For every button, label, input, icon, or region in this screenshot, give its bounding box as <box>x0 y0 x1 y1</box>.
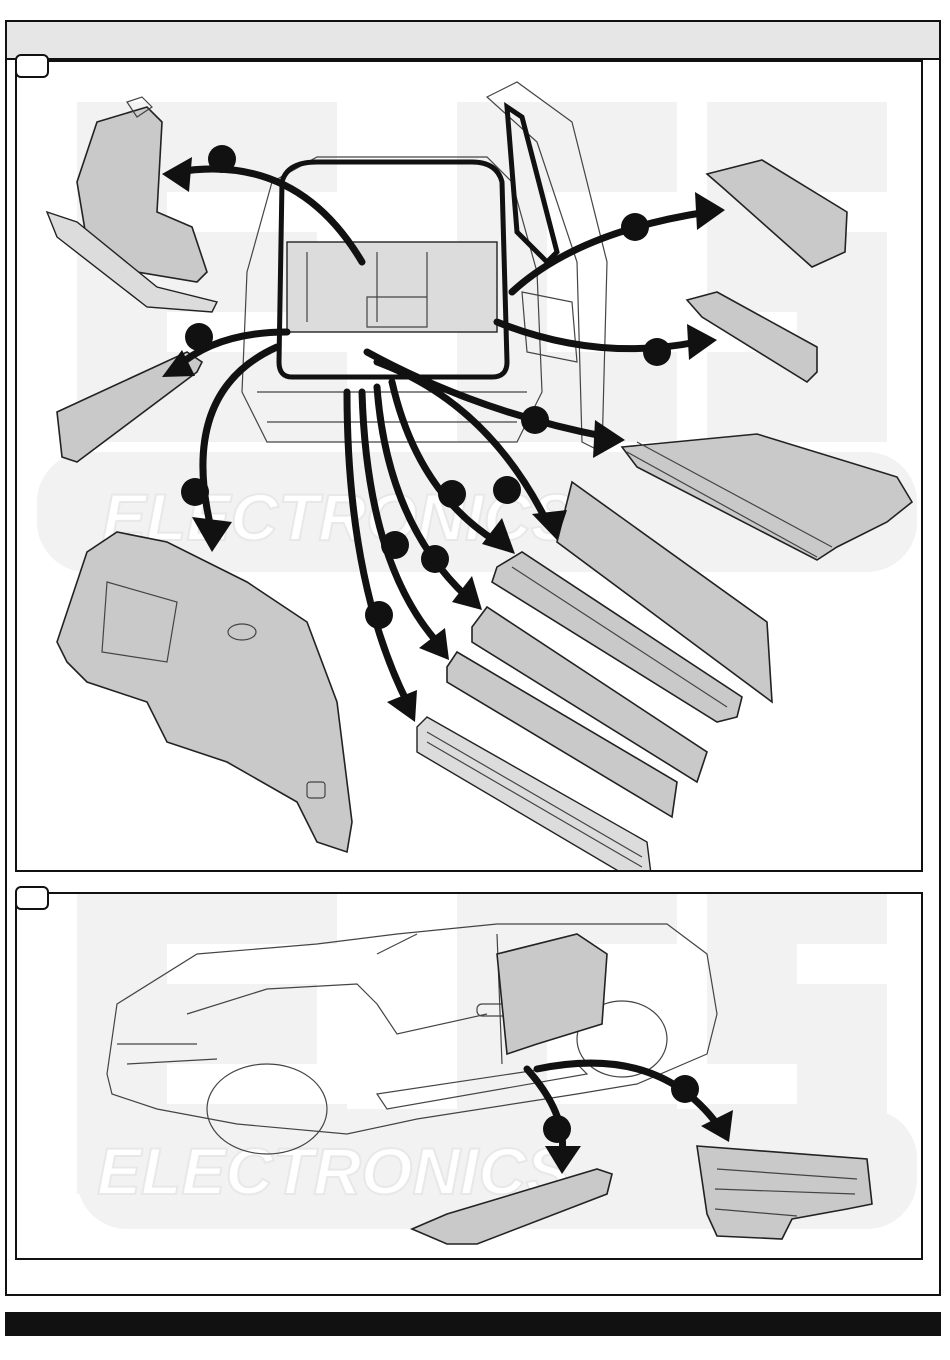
callout-dot-icon <box>671 1075 699 1103</box>
footer-bar <box>5 1312 941 1336</box>
rear-trim-diagram: ELECTRONICS <box>17 62 923 872</box>
callout-dot-icon <box>421 545 449 573</box>
callout-dot-icon <box>181 478 209 506</box>
callout-dot-icon <box>543 1115 571 1143</box>
watermark-brand-text-lower: ELECTRONICS <box>97 1134 570 1208</box>
panel-door-sill: ELECTRONICS <box>15 892 923 1260</box>
striker-cover-part <box>417 717 652 872</box>
callout-dot-icon <box>493 476 521 504</box>
callout-dot-icon <box>208 145 236 173</box>
door-sill-diagram: ELECTRONICS <box>17 894 923 1260</box>
quarter-trim-panel-part <box>57 532 352 852</box>
door-panel-shade <box>497 934 607 1054</box>
callout-dot-icon <box>521 406 549 434</box>
panel-rear-trim: ELECTRONICS <box>15 60 923 872</box>
header-bar <box>7 22 939 60</box>
callout-dot-icon <box>621 213 649 241</box>
callout-dot-icon <box>381 531 409 559</box>
callout-dot-icon <box>185 323 213 351</box>
callout-dot-icon <box>438 480 466 508</box>
callout-dot-icon <box>365 601 393 629</box>
step-tab-2 <box>15 886 49 910</box>
callout-dot-icon <box>643 338 671 366</box>
step-tab-1 <box>15 54 49 78</box>
